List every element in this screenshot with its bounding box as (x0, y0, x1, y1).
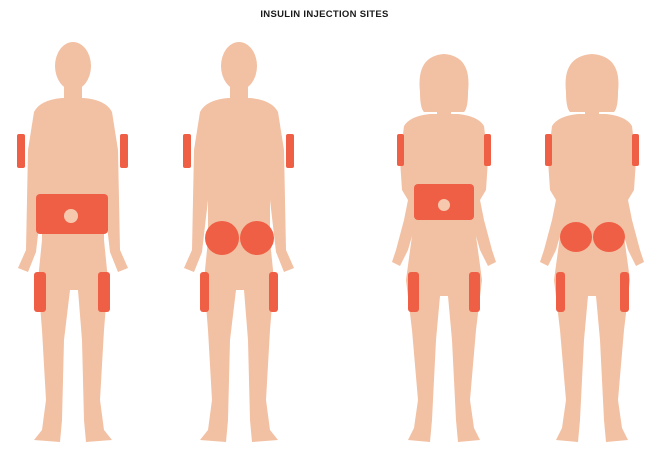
male-front-figure (18, 42, 128, 442)
female-back-arm-site-left (545, 134, 552, 166)
male-back-arm-site-left (183, 134, 191, 168)
female-back-thigh-site-left (556, 272, 565, 312)
male-front-navel (64, 209, 78, 223)
male-front-arm-site-left (17, 134, 25, 168)
female-back-figure (540, 54, 644, 442)
male-front-arm-site-right (120, 134, 128, 168)
male-back-thigh-site-right (269, 272, 278, 312)
male-back-buttock-site-right (240, 221, 274, 255)
male-front-thigh-site-left (34, 272, 46, 312)
female-front-arm-site-right (484, 134, 491, 166)
male-back-arm-site-right (286, 134, 294, 168)
male-back-thigh-site-left (200, 272, 209, 312)
male-back-figure (184, 42, 294, 442)
female-front-thigh-site-right (469, 272, 480, 312)
female-back-thigh-site-right (620, 272, 629, 312)
female-front-arm-site-left (397, 134, 404, 166)
female-back-buttock-site-right (593, 222, 625, 252)
female-front-navel (438, 199, 450, 211)
female-back-arm-site-right (632, 134, 639, 166)
female-front-thigh-site-left (408, 272, 419, 312)
male-back-buttock-site-left (205, 221, 239, 255)
female-back-buttock-site-left (560, 222, 592, 252)
female-front-figure (392, 54, 496, 442)
male-front-thigh-site-right (98, 272, 110, 312)
